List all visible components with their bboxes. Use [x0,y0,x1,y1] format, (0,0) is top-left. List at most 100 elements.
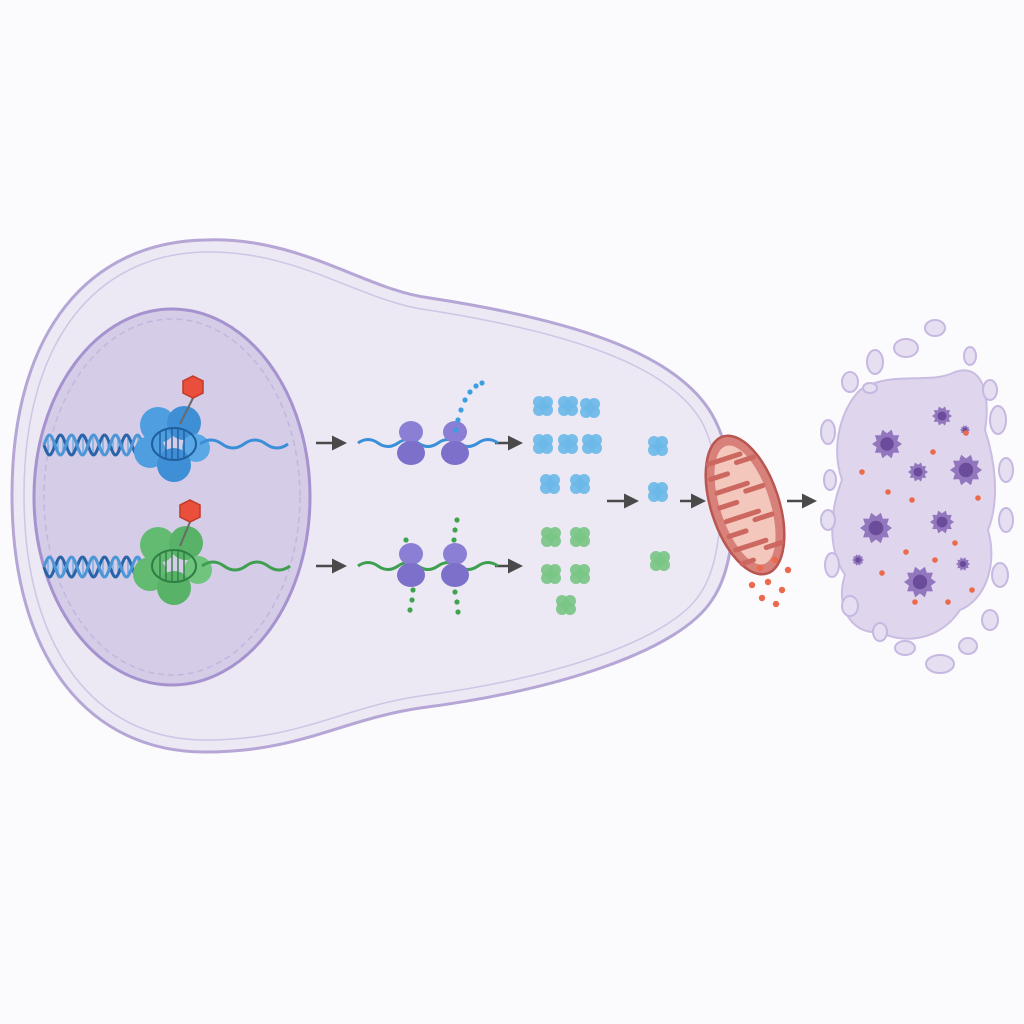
apoptotic-body [872,429,902,459]
folded-protein-blue [533,396,553,416]
folded-protein-blue [582,434,602,454]
peptide-bead-green [452,527,458,533]
apoptotic-body [908,462,928,482]
death-signal-dot [912,599,918,605]
death-signal-dot [879,570,885,576]
membrane-bleb [820,419,836,445]
folded-protein-blue [580,398,600,418]
membrane-bleb [841,595,859,617]
apoptotic-body [930,510,954,534]
mitochondrial-cristae [705,451,769,567]
peptide-bead-green [452,589,458,595]
membrane-bleb [924,319,946,337]
released-factor-dot [756,564,764,572]
stage-arrows [316,435,817,574]
apoptotic-body [852,554,864,566]
released-factor-dot [784,566,792,574]
chromatin-complex-blue [134,406,210,482]
folded-protein-blue [540,474,560,494]
cell-membrane-inner [23,251,721,741]
apoptotic-body [860,512,892,544]
death-signal-dot [952,540,958,546]
death-signal-dot [932,557,938,563]
released-factor-dot [758,594,766,602]
folded-protein-blue [558,434,578,454]
death-signal-dot [975,495,981,501]
membrane-bleb [841,371,859,393]
released-factor-dot [772,600,780,608]
folded-protein-blue [648,436,668,456]
nascent-peptide-chains [403,380,485,615]
peptide-bead-green [454,517,460,523]
membrane-bleb [982,379,998,401]
folded-protein-green [570,564,590,584]
death-signal-dot [859,469,865,475]
mrna-strand-blue [199,438,289,450]
nucleus-inner-ring [43,318,301,676]
membrane-bleb [866,349,884,375]
membrane-bleb [893,338,919,358]
folded-protein-green [541,527,561,547]
death-signal-dots [859,430,981,605]
ribosome-blue-1 [397,421,425,465]
membrane-bleb [894,640,916,656]
apoptotic-body [950,454,982,486]
membrane-bleb [820,509,836,531]
membrane-bleb [991,562,1009,588]
death-signal-dot [885,489,891,495]
death-signal-dot [963,430,969,436]
apoptotic-body [956,557,970,571]
peptide-bead-blue [453,427,459,433]
dna-top-strand [42,433,154,457]
mrna-translation-green [357,561,499,571]
folded-protein-blue [570,474,590,494]
folded-protein-blue [533,434,553,454]
released-factor-dot [764,578,772,586]
peptide-bead-blue [467,389,473,395]
apoptotic-body [904,566,936,598]
peptide-bead-green [454,599,460,605]
folded-protein-blue [648,482,668,502]
peptide-bead-blue [479,380,485,386]
mitochondrion [704,434,786,576]
apoptotic-body [932,406,952,426]
peptide-bead-green [455,609,461,615]
membrane-bleb [925,654,955,674]
modifier-tag-red-bottom [179,499,201,547]
released-factor-dot [748,581,756,589]
peptide-bead-green [451,537,457,543]
ribosome-green-2 [441,543,469,587]
membrane-bleb [963,346,977,366]
folded-protein-green [556,595,576,615]
membrane-bleb [981,609,999,631]
folded-protein-green [541,564,561,584]
peptide-bead-blue [455,417,461,423]
peptide-bead-green [403,537,409,543]
released-factor-dot [778,586,786,594]
peptide-bead-blue [473,383,479,389]
nucleus [32,307,312,687]
membrane-bleb [958,637,978,655]
apoptotic-bodies [852,406,982,598]
peptide-bead-green [409,597,415,603]
folded-proteins-blue [533,396,668,502]
membrane-bleb [872,622,888,642]
released-factors [748,556,792,608]
released-factor-dot [771,556,779,564]
membrane-bleb [998,507,1014,533]
ribosome-green-1 [397,543,425,587]
death-signal-dot [930,449,936,455]
modifier-tag-red-top [179,375,204,425]
membrane-bleb [862,382,878,394]
death-signal-dot [903,549,909,555]
folded-protein-blue [558,396,578,416]
membrane-bleb [998,457,1014,483]
death-signal-dot [909,497,915,503]
dna-double-helix-top [42,433,154,457]
peptide-bead-blue [462,397,468,403]
folded-protein-green [570,527,590,547]
dna-bottom-strand [42,555,154,579]
membrane-bleb [824,552,840,578]
